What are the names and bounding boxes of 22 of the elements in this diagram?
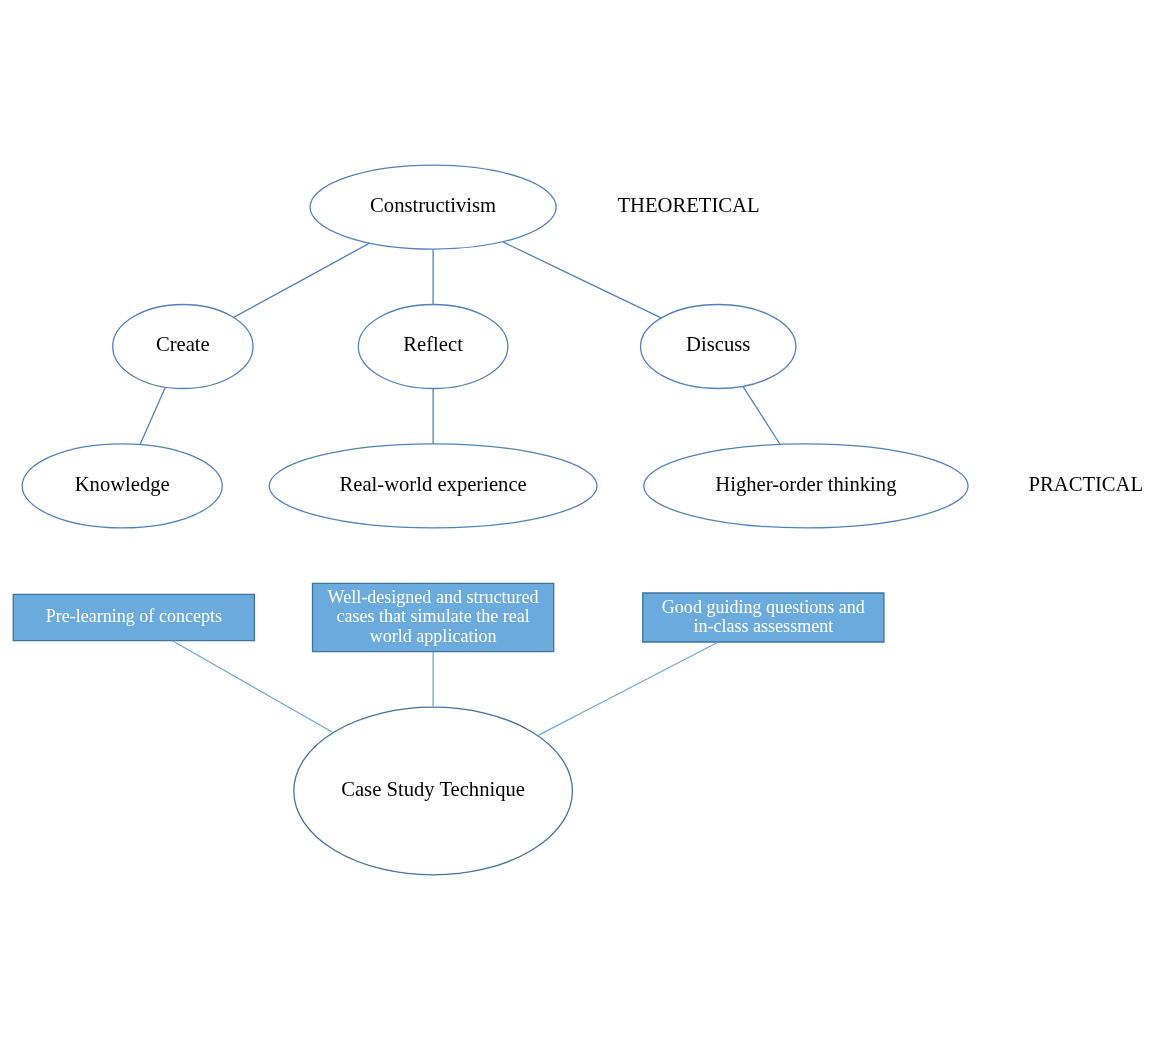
node-box: Good guiding questions and in-class assessment	[642, 592, 885, 643]
label: THEORETICAL	[617, 194, 760, 217]
node-box: Pre-learning of concepts	[12, 593, 256, 642]
node-ellipse: Constructivism	[309, 164, 557, 250]
label: PRACTICAL	[1028, 472, 1144, 495]
connector	[432, 387, 434, 445]
node-ellipse: Knowledge	[21, 443, 223, 529]
connector	[742, 386, 781, 445]
connector	[537, 641, 720, 737]
node-ellipse: Higher-order thinking	[643, 443, 969, 529]
node-ellipse: Discuss	[639, 303, 797, 390]
node-ellipse: Create	[112, 303, 254, 390]
node-ellipse: Real-world experience	[268, 443, 598, 529]
connector	[233, 242, 371, 319]
connector	[432, 651, 434, 708]
connector	[432, 248, 434, 306]
connector	[139, 386, 166, 445]
connector	[171, 640, 334, 734]
node-box: Well-designed and structured cases that simulate the real world application	[311, 582, 555, 653]
connector	[502, 241, 662, 319]
node-ellipse: Reflect	[357, 303, 509, 390]
node-ellipse: Case Study Technique	[293, 706, 574, 876]
